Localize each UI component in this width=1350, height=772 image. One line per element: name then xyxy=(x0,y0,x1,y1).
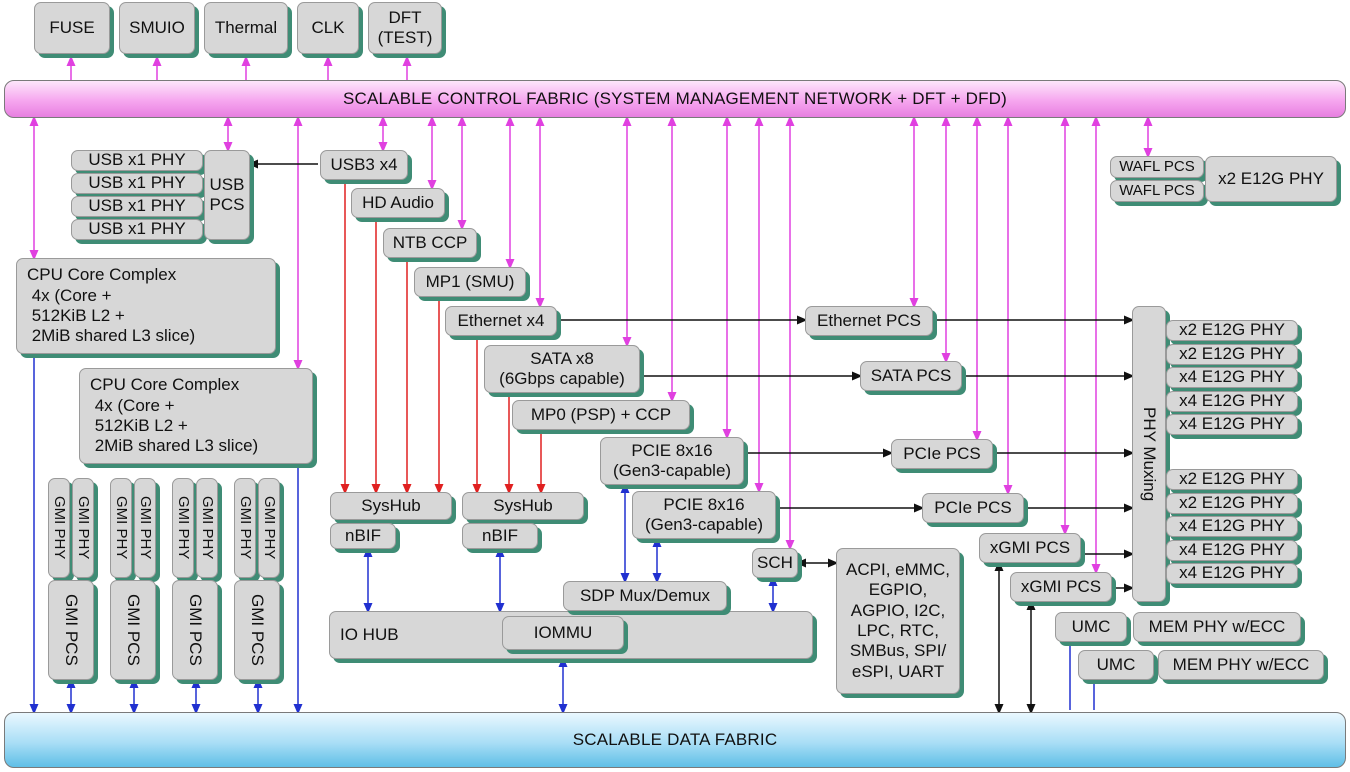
mem-phy-2: MEM PHY w/ECC xyxy=(1158,650,1324,680)
usb-phy-2: USB x1 PHY xyxy=(71,173,203,194)
sdp-mux-demux: SDP Mux/Demux xyxy=(563,581,727,611)
gmi-phy-label: GMI PHY xyxy=(75,496,92,560)
gmi-phy-1-2: GMI PHY xyxy=(72,478,94,578)
mp1-smu: MP1 (SMU) xyxy=(414,267,526,297)
wafl-phy: x2 E12G PHY xyxy=(1205,156,1337,202)
e12g-phy-2-3: x4 E12G PHY xyxy=(1166,516,1298,537)
cpu-core-complex-1: CPU Core Complex 4x (Core + 512KiB L2 + … xyxy=(16,258,276,354)
ethernet-x4: Ethernet x4 xyxy=(445,306,557,336)
e12g-phy-1-5: x4 E12G PHY xyxy=(1166,414,1298,435)
usb-phy-4: USB x1 PHY xyxy=(71,219,203,240)
usb-pcs: USB PCS xyxy=(204,150,250,240)
e12g-phy-2-2: x2 E12G PHY xyxy=(1166,492,1298,514)
e12g-phy-1-2: x2 E12G PHY xyxy=(1166,343,1298,365)
mem-phy-1: MEM PHY w/ECC xyxy=(1133,612,1301,642)
gmi-pcs-label: GMI PCS xyxy=(124,594,144,666)
sch: SCH xyxy=(752,548,798,578)
usb3-x4: USB3 x4 xyxy=(320,150,408,180)
gmi-phy-1-1: GMI PHY xyxy=(48,478,70,578)
gmi-pcs-label: GMI PCS xyxy=(248,594,268,666)
e12g-phy-1-4: x4 E12G PHY xyxy=(1166,390,1298,412)
gmi-phy-2-2: GMI PHY xyxy=(134,478,156,578)
sata-x8: SATA x8 (6Gbps capable) xyxy=(484,345,640,393)
phy-muxing: PHY Muxing xyxy=(1132,306,1166,602)
usb-phy-3: USB x1 PHY xyxy=(71,196,203,217)
sch-peripherals: ACPI, eMMC, EGPIO, AGPIO, I2C, LPC, RTC,… xyxy=(836,548,960,694)
thermal-block: Thermal xyxy=(204,2,288,54)
gmi-phy-label: GMI PHY xyxy=(199,496,216,560)
e12g-phy-1-1: x2 E12G PHY xyxy=(1166,320,1298,341)
gmi-pcs-label: GMI PCS xyxy=(62,594,82,666)
gmi-phy-label: GMI PHY xyxy=(137,496,154,560)
xgmi-pcs-2: xGMI PCS xyxy=(1010,572,1112,602)
fuse-block: FUSE xyxy=(34,2,110,54)
dft-block: DFT (TEST) xyxy=(368,2,442,54)
umc-1: UMC xyxy=(1055,612,1127,642)
gmi-phy-2-1: GMI PHY xyxy=(110,478,132,578)
scalable-data-fabric: SCALABLE DATA FABRIC xyxy=(4,712,1346,768)
gmi-phy-label: GMI PHY xyxy=(261,496,278,560)
gmi-phy-label: GMI PHY xyxy=(113,496,130,560)
umc-2: UMC xyxy=(1078,650,1154,680)
sata-pcs: SATA PCS xyxy=(860,361,962,391)
e12g-phy-2-5: x4 E12G PHY xyxy=(1166,563,1298,584)
pcie-pcs-1: PCIe PCS xyxy=(891,439,993,469)
usb-phy-1: USB x1 PHY xyxy=(71,150,203,171)
gmi-phy-label: GMI PHY xyxy=(175,496,192,560)
pcie-8x16-1: PCIE 8x16 (Gen3-capable) xyxy=(600,437,744,485)
iommu: IOMMU xyxy=(502,616,624,650)
phy-muxing-label: PHY Muxing xyxy=(1140,406,1160,502)
wafl-pcs-1: WAFL PCS xyxy=(1110,156,1204,178)
gmi-pcs-4: GMI PCS xyxy=(234,580,280,680)
syshub-2: SysHub xyxy=(462,492,584,520)
gmi-phy-3-1: GMI PHY xyxy=(172,478,194,578)
gmi-phy-4-1: GMI PHY xyxy=(234,478,256,578)
clk-block: CLK xyxy=(297,2,359,54)
e12g-phy-1-3: x4 E12G PHY xyxy=(1166,367,1298,388)
mp0-psp-ccp: MP0 (PSP) + CCP xyxy=(512,400,690,430)
nbif-1: nBIF xyxy=(330,523,396,549)
smuio-block: SMUIO xyxy=(119,2,195,54)
e12g-phy-2-1: x2 E12G PHY xyxy=(1166,469,1298,490)
xgmi-pcs-1: xGMI PCS xyxy=(979,533,1081,563)
hd-audio: HD Audio xyxy=(351,188,445,218)
syshub-1: SysHub xyxy=(330,492,452,520)
gmi-phy-label: GMI PHY xyxy=(51,496,68,560)
gmi-pcs-2: GMI PCS xyxy=(110,580,156,680)
gmi-pcs-3: GMI PCS xyxy=(172,580,218,680)
scalable-control-fabric: SCALABLE CONTROL FABRIC (SYSTEM MANAGEME… xyxy=(4,80,1346,118)
nbif-2: nBIF xyxy=(462,523,538,549)
gmi-pcs-1: GMI PCS xyxy=(48,580,94,680)
pcie-8x16-2: PCIE 8x16 (Gen3-capable) xyxy=(632,491,776,539)
gmi-phy-label: GMI PHY xyxy=(237,496,254,560)
ethernet-pcs: Ethernet PCS xyxy=(805,306,933,336)
wafl-pcs-2: WAFL PCS xyxy=(1110,180,1204,202)
ntb-ccp: NTB CCP xyxy=(383,228,477,258)
gmi-pcs-label: GMI PCS xyxy=(186,594,206,666)
gmi-phy-4-2: GMI PHY xyxy=(258,478,280,578)
cpu-core-complex-2: CPU Core Complex 4x (Core + 512KiB L2 + … xyxy=(79,368,313,464)
e12g-phy-2-4: x4 E12G PHY xyxy=(1166,539,1298,561)
pcie-pcs-2: PCIe PCS xyxy=(922,493,1024,523)
gmi-phy-3-2: GMI PHY xyxy=(196,478,218,578)
